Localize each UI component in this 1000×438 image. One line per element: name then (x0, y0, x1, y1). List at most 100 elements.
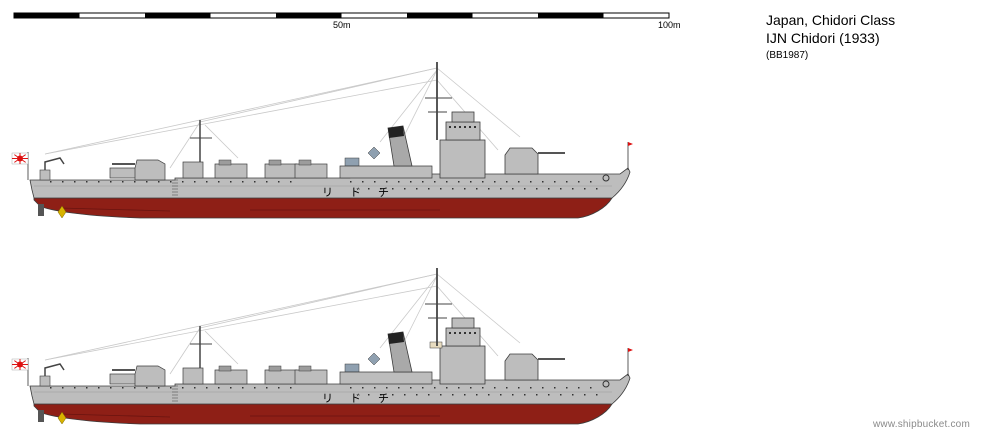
anchor (602, 380, 610, 388)
porthole (254, 181, 256, 183)
porthole (494, 387, 496, 389)
porthole (446, 387, 448, 389)
rigging-wire (199, 273, 438, 329)
lower-hull (33, 403, 613, 425)
hull-name-kana: ド (350, 392, 361, 405)
stern-winch (39, 375, 51, 387)
bilge-line (59, 207, 171, 212)
porthole (254, 387, 256, 389)
torpedo-cupola (298, 159, 312, 166)
porthole (98, 181, 100, 183)
porthole (500, 394, 502, 396)
porthole (122, 181, 124, 183)
midship-superstructure (339, 371, 433, 385)
ship-drawing-refit: チドリ (11, 268, 633, 425)
porthole (524, 394, 526, 396)
porthole (146, 181, 148, 183)
rigging-wire (436, 67, 521, 138)
porthole (62, 181, 64, 183)
rigging-wire (44, 285, 438, 361)
porthole (374, 181, 376, 183)
porthole (506, 181, 508, 183)
rigging-wire (44, 79, 438, 155)
rudder (38, 410, 44, 422)
scale-segment (407, 13, 473, 18)
rigging-wire (204, 330, 239, 365)
porthole (278, 181, 280, 183)
porthole (542, 181, 544, 183)
aft-gun-turret (134, 365, 166, 387)
porthole (440, 188, 442, 190)
jack-flag (628, 142, 633, 146)
porthole (524, 188, 526, 190)
porthole (266, 181, 268, 183)
bridge-window (469, 126, 471, 128)
porthole (242, 387, 244, 389)
mainmast-house (182, 367, 204, 385)
porthole (398, 387, 400, 389)
bridge-window (474, 126, 476, 128)
scale-label-100m: 100m (658, 20, 681, 30)
porthole (74, 387, 76, 389)
aa-gun (344, 157, 360, 167)
portholes (50, 387, 598, 396)
porthole (452, 394, 454, 396)
porthole (266, 387, 268, 389)
portholes (50, 181, 598, 190)
porthole (428, 394, 430, 396)
porthole (410, 387, 412, 389)
porthole (350, 387, 352, 389)
funnel-cap (388, 332, 404, 344)
torpedo-cupola (268, 159, 282, 166)
porthole (488, 188, 490, 190)
ship-class-title: Japan, Chidori Class (766, 12, 896, 28)
porthole (596, 188, 598, 190)
porthole (572, 394, 574, 396)
porthole (596, 394, 598, 396)
porthole (404, 188, 406, 190)
porthole (158, 387, 160, 389)
porthole (182, 387, 184, 389)
porthole (74, 181, 76, 183)
porthole (446, 181, 448, 183)
porthole (146, 387, 148, 389)
porthole (362, 181, 364, 183)
porthole (530, 181, 532, 183)
porthole (374, 387, 376, 389)
porthole (86, 387, 88, 389)
porthole (548, 394, 550, 396)
rigging (44, 67, 521, 169)
rigging-wire (402, 275, 438, 345)
porthole (584, 394, 586, 396)
site-credit: www.shipbucket.com (873, 419, 970, 430)
porthole (50, 387, 52, 389)
porthole (194, 387, 196, 389)
bridge-window (454, 332, 456, 334)
bridge-windows (449, 126, 476, 128)
forward-gun-turret (504, 353, 539, 381)
porthole (170, 181, 172, 183)
ship-profile-bottom: チドリ (0, 246, 640, 436)
porthole (476, 188, 478, 190)
accommodation-ladder (172, 385, 178, 402)
porthole (62, 387, 64, 389)
rigging-wire (199, 67, 438, 123)
porthole (482, 181, 484, 183)
porthole (422, 387, 424, 389)
porthole (230, 387, 232, 389)
porthole (290, 387, 292, 389)
porthole (290, 181, 292, 183)
porthole (548, 188, 550, 190)
porthole (500, 188, 502, 190)
ship-drawing-1933: チドリ (11, 62, 633, 219)
hull-name-kana: チ (378, 392, 389, 405)
scale-segment (276, 13, 342, 18)
porthole (368, 394, 370, 396)
porthole (392, 188, 394, 190)
funnel-cap (388, 126, 404, 138)
porthole (134, 387, 136, 389)
rigging-wire (169, 327, 201, 375)
porthole (440, 394, 442, 396)
bridge-window (469, 332, 471, 334)
rigging-wire (402, 69, 438, 139)
